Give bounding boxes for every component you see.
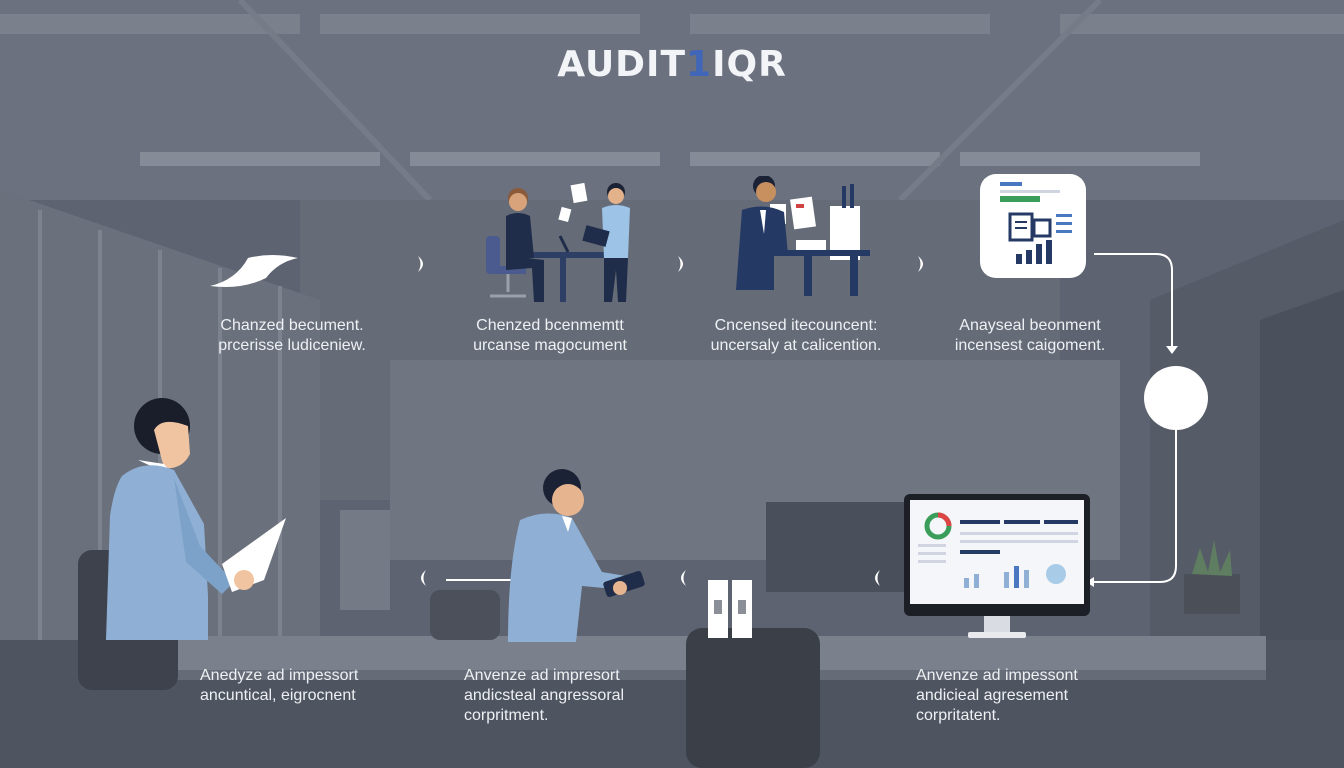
title-main: AUDIT [557, 44, 687, 85]
dashboard-monitor-icon [904, 494, 1090, 638]
reading-person-icon [106, 398, 286, 640]
chevron-left-icon [681, 570, 686, 586]
chevron-right-icon [918, 256, 923, 272]
step-caption-5: Anvenze ad impessont andicieal agresemen… [916, 666, 1156, 726]
step-caption-line: ancuntical, eigrocnent [200, 687, 356, 704]
step-caption-line: Anvenze ad impresort [464, 667, 620, 684]
title-accent: 1 [686, 44, 713, 85]
chevron-right-icon [418, 256, 423, 272]
step-caption-2: Chenzed bcenmemtt urcanse magocument [430, 316, 670, 356]
step-caption-line: uncersaly at calicention. [710, 337, 882, 354]
step-caption-1: Chanzed becument. prcerisse ludiceniew. [172, 316, 412, 356]
binders-icon [708, 580, 752, 638]
step-caption-line: andicsteal angressoral [464, 687, 625, 704]
tablet-worker-icon [508, 469, 645, 642]
auditor-desk-icon [736, 176, 870, 296]
step-caption-line: corpritatent. [916, 707, 1001, 724]
step-caption-line: Chenzed bcenmemtt [476, 317, 624, 334]
paper-icon [210, 255, 298, 287]
step-caption-line: incensest caigoment. [954, 337, 1106, 354]
step-caption-line: corpritment. [464, 707, 549, 724]
chevron-left-icon [421, 570, 426, 586]
report-chart-icon [980, 174, 1086, 278]
step-caption-4: Anayseal beonment incensest caigoment. [910, 316, 1150, 356]
workstation-icon [486, 182, 630, 302]
chevron-left-icon [875, 570, 880, 586]
step-caption-7: Anedyze ad impessort ancuntical, eigrocn… [200, 666, 440, 706]
step-caption-line: Anayseal beonment [959, 317, 1101, 334]
step-caption-line: Cncensed itecouncent: [714, 317, 878, 334]
app-title: AUDIT1IQR [0, 44, 1344, 85]
step-caption-line: Chanzed becument. [220, 317, 364, 334]
step-caption-line: urcanse magocument [473, 337, 627, 354]
step-caption-6: Anvenze ad impresort andicsteal angresso… [464, 666, 704, 726]
step-caption-line: andicieal agresement [916, 687, 1069, 704]
title-tail: IQR [712, 44, 787, 85]
step-caption-line: Anvenze ad impessont [916, 667, 1078, 684]
chevron-right-icon [678, 256, 683, 272]
step-caption-line: prcerisse ludiceniew. [218, 337, 366, 354]
step-caption-3: Cncensed itecouncent: uncersaly at calic… [676, 316, 916, 356]
step-caption-line: Anedyze ad impessort [200, 667, 359, 684]
